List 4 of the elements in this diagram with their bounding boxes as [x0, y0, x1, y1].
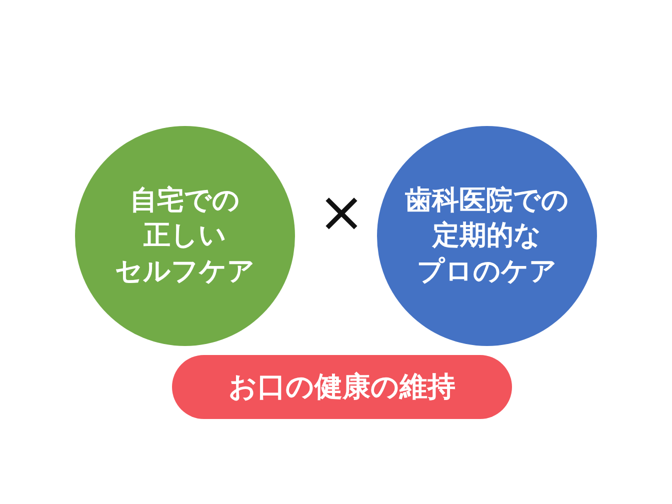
circle-text: 歯科医院での定期的なプロのケア [405, 184, 569, 289]
label-text: お口の健康の維持 [228, 368, 456, 405]
circle-text: 自宅での正しいセルフケア [115, 184, 255, 289]
multiply-sign: × [318, 185, 365, 241]
